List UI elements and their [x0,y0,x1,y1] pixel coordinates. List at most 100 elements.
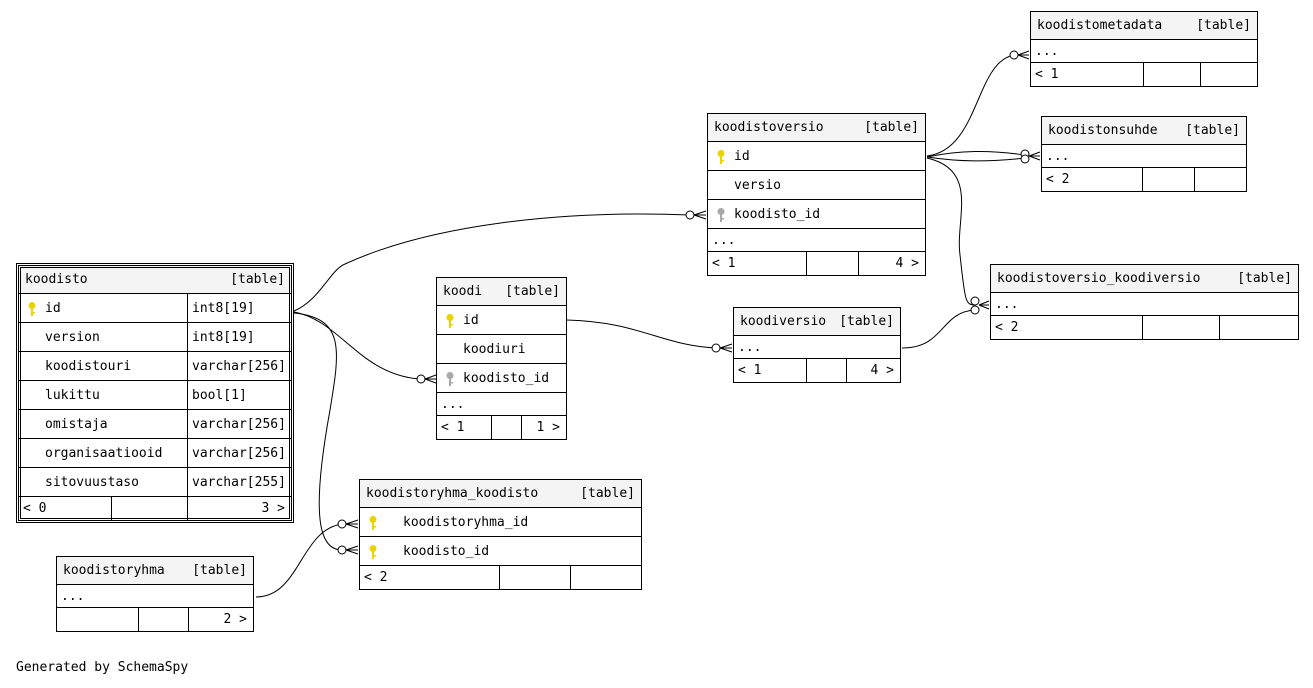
column-row-koodisto_id[interactable]: koodisto_id [708,200,925,229]
more-columns: ... [708,229,925,252]
column-name[interactable]: id [45,300,61,316]
column-name[interactable]: koodistoryhma_id [403,514,529,530]
parents-count[interactable]: < 1 [441,420,465,435]
children-count[interactable]: 2 > [188,608,253,631]
table-name[interactable]: koodistoryhma [63,563,165,578]
primary-key-icon [369,516,377,530]
parents-count[interactable]: < 0 [23,501,47,516]
table-type-tag: [table] [864,120,919,135]
parents-count[interactable]: < 2 [995,320,1019,335]
primary-key-icon [446,314,454,328]
column-type: varchar[256] [187,439,291,467]
column-name[interactable]: koodisto_id [463,370,550,386]
table-name[interactable]: koodistometadata [1037,18,1163,33]
column-name[interactable]: id [463,312,479,328]
column-name[interactable]: koodistouri [45,358,132,374]
more-columns: ... [1042,145,1246,168]
table-name[interactable]: koodi [443,284,483,299]
edge-koodistoversio-koodistonsuhde-2 [926,156,1026,162]
row-count [806,359,846,382]
table-header[interactable]: koodistoryhma_koodisto [table] [360,480,641,508]
primary-key-icon [717,150,725,164]
column-row-id[interactable]: id [437,306,566,335]
row-count [499,566,570,589]
table-type-tag: [table] [505,284,560,299]
column-row-organisaatiooid[interactable]: organisaatiooid varchar[256] [19,439,291,468]
more-columns: ... [991,293,1298,316]
column-row-version[interactable]: version int8[19] [19,323,291,352]
children-count[interactable]: 1 > [521,416,566,439]
children-count[interactable]: 3 > [187,497,291,520]
column-type: varchar[256] [187,410,291,438]
table-name[interactable]: koodistoryhma_koodisto [366,486,539,501]
parents-count[interactable]: < 1 [712,256,736,271]
table-koodi[interactable]: koodi [table] id koodiuri koodisto_id ..… [436,277,567,440]
column-name[interactable]: koodisto_id [734,206,821,222]
table-koodistonsuhde[interactable]: koodistonsuhde [table] ... < 2 [1041,116,1247,192]
table-name[interactable]: koodistoversio [714,120,824,135]
table-header[interactable]: koodistonsuhde [table] [1042,117,1246,145]
table-footer: < 2 [1042,168,1246,191]
table-name[interactable]: koodistoversio_koodiversio [997,271,1201,286]
column-row-id[interactable]: id int8[19] [19,294,291,323]
column-name[interactable]: versio [734,177,781,193]
table-header[interactable]: koodistometadata [table] [1031,12,1257,40]
children-count[interactable]: 4 > [858,252,925,275]
children-count[interactable] [1200,63,1257,86]
table-header[interactable]: koodisto [table] [19,266,291,294]
column-name[interactable]: version [45,329,100,345]
column-row-lukittu[interactable]: lukittu bool[1] [19,381,291,410]
column-name[interactable]: sitovuustaso [45,474,139,490]
table-name[interactable]: koodisto [25,272,88,287]
children-count[interactable] [1194,168,1246,191]
table-koodiversio[interactable]: koodiversio [table] ... < 1 4 > [733,307,901,383]
column-type: bool[1] [187,381,291,409]
table-koodisto[interactable]: koodisto [table] id int8[19] version int… [16,263,294,523]
children-count[interactable] [570,566,641,589]
table-header[interactable]: koodistoryhma [table] [57,557,253,585]
table-koodistoryhma_koodisto[interactable]: koodistoryhma_koodisto [table] koodistor… [359,479,642,590]
column-row-omistaja[interactable]: omistaja varchar[256] [19,410,291,439]
parents-count[interactable]: < 1 [1035,67,1059,82]
edge-koodistoversio-koodistonsuhde-1 [926,151,1026,158]
table-koodistometadata[interactable]: koodistometadata [table] ... < 1 [1030,11,1258,87]
table-footer: 2 > [57,608,253,631]
table-footer: < 1 4 > [734,359,900,382]
table-type-tag: [table] [192,563,247,578]
table-header[interactable]: koodistoversio_koodiversio [table] [991,265,1298,293]
row-count [138,608,188,631]
children-count[interactable] [1219,316,1298,339]
more-columns: ... [734,336,900,359]
column-name[interactable]: koodisto_id [403,543,490,559]
table-koodistoryhma[interactable]: koodistoryhma [table] ... 2 > [56,556,254,632]
column-row-koodistoryhma_id[interactable]: koodistoryhma_id [360,508,641,537]
column-row-koodisto_id[interactable]: koodisto_id [437,364,566,393]
parents-count[interactable] [57,608,138,631]
column-row-koodistouri[interactable]: koodistouri varchar[256] [19,352,291,381]
column-name[interactable]: koodiuri [463,341,526,357]
table-type-tag: [table] [1196,18,1251,33]
column-name[interactable]: id [734,148,750,164]
column-name[interactable]: omistaja [45,416,108,432]
parents-count[interactable]: < 2 [364,570,388,585]
parents-count[interactable]: < 1 [738,363,762,378]
column-name[interactable]: lukittu [45,387,100,403]
column-row-versio[interactable]: versio [708,171,925,200]
children-count[interactable]: 4 > [846,359,900,382]
edge-koodi-koodiversio [566,319,717,349]
parents-count[interactable]: < 2 [1046,172,1070,187]
column-row-koodiuri[interactable]: koodiuri [437,335,566,364]
table-footer: < 1 4 > [708,252,925,275]
table-koodistoversio[interactable]: koodistoversio [table] id versio koodist… [707,113,926,276]
table-name[interactable]: koodiversio [740,314,827,329]
column-row-sitovuustaso[interactable]: sitovuustaso varchar[255] [19,468,291,497]
column-row-id[interactable]: id [708,142,925,171]
table-header[interactable]: koodiversio [table] [734,308,900,336]
column-name[interactable]: organisaatiooid [45,445,163,461]
edge-koodisto-koodi [293,311,421,380]
table-name[interactable]: koodistonsuhde [1048,123,1158,138]
table-koodistoversio_koodiversio[interactable]: koodistoversio_koodiversio [table] ... <… [990,264,1299,340]
column-row-koodisto_id[interactable]: koodisto_id [360,537,641,566]
table-header[interactable]: koodistoversio [table] [708,114,925,142]
table-header[interactable]: koodi [table] [437,278,566,306]
